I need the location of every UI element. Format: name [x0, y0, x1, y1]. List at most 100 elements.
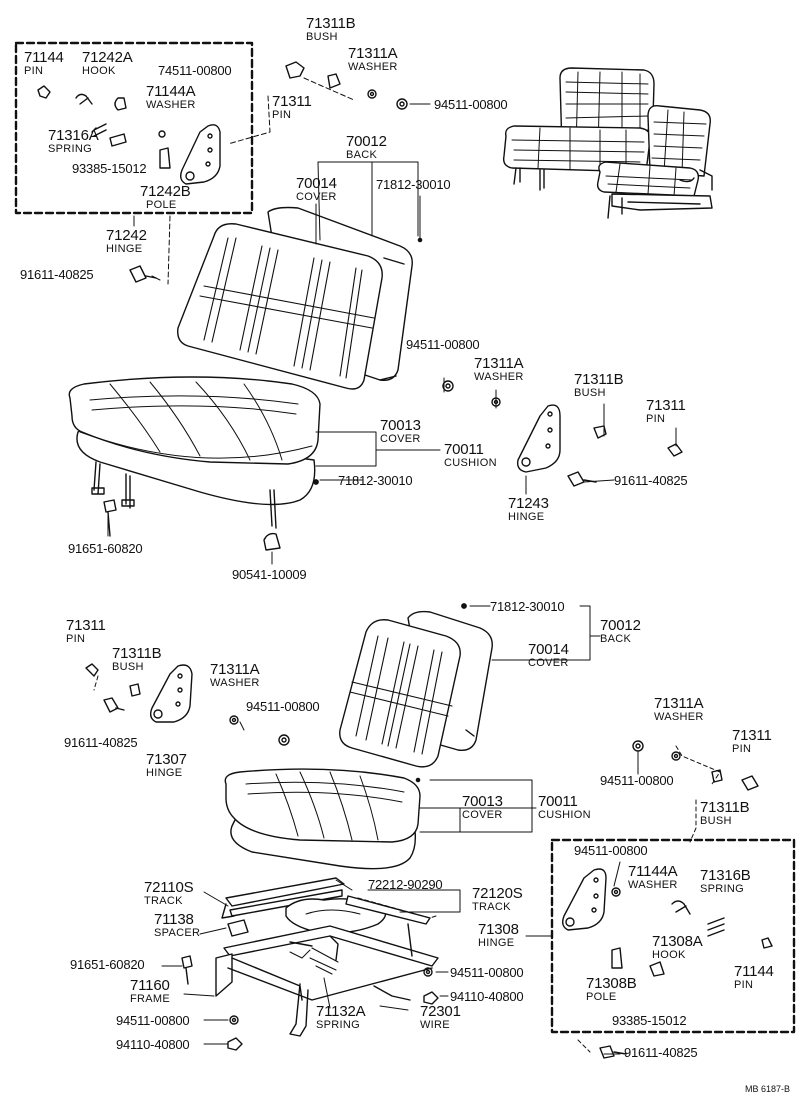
part-name: WASHER	[474, 371, 524, 383]
label-70014-cover-bottom: 70014 COVER	[528, 642, 569, 669]
bucket-seat-back-illustration	[339, 610, 493, 768]
label-70013-cover-bottom: 70013 COVER	[462, 794, 503, 821]
drawing-code: MB 6187-B	[744, 1084, 790, 1094]
hinge-71242	[179, 124, 221, 185]
part-number: 91611-40825	[64, 735, 138, 750]
part-name: TRACK	[472, 901, 511, 913]
part-number: 71812-30010	[490, 599, 565, 614]
hardware	[37, 61, 773, 1059]
part-number: 94511-00800	[246, 699, 320, 714]
label-70011-cushion-top: 70011 CUSHION	[444, 442, 497, 469]
part-name: WIRE	[420, 1019, 450, 1031]
part-number: 71316A	[48, 127, 99, 144]
label-91611-40825-bottom-left: 91611-40825	[64, 735, 138, 750]
label-94110-40800-frame-left: 94110-40800	[116, 1037, 190, 1052]
part-number: 72110S	[144, 879, 194, 896]
part-name: HOOK	[652, 949, 686, 961]
label-70011-cushion-bottom: 70011 CUSHION	[538, 794, 591, 821]
bench-seat-back-illustration	[177, 206, 413, 390]
label-71307-hinge: 71307 HINGE	[146, 752, 187, 779]
part-number: 71311A	[474, 355, 524, 372]
part-number: 93385-15012	[72, 161, 147, 176]
leader-lines	[93, 77, 721, 1055]
label-71311b-bush-bottom-left: 71311B BUSH	[112, 645, 162, 673]
label-91651-60820-bottom: 91651-60820	[70, 957, 145, 972]
part-number: 70012	[600, 617, 641, 634]
part-number: 71144	[24, 49, 64, 66]
part-number: 91611-40825	[20, 267, 94, 282]
part-name: TRACK	[144, 895, 183, 907]
label-71812-30010-top: 71812-30010	[376, 178, 451, 191]
part-name: PIN	[732, 743, 752, 755]
hinge-71307	[149, 664, 193, 723]
part-name: COVER	[462, 809, 503, 821]
label-71160-frame: 71160 FRAME	[130, 978, 170, 1005]
part-number: 71311B	[306, 15, 356, 32]
label-71144a-washer-top: 71144A WASHER	[146, 84, 196, 111]
part-number: 71311A	[210, 661, 260, 678]
part-number: 94511-00800	[434, 97, 508, 112]
part-name: BUSH	[306, 31, 338, 43]
part-name: CUSHION	[538, 809, 591, 821]
part-number: 70014	[296, 175, 337, 192]
part-number: 71308A	[652, 933, 703, 950]
part-number: 70012	[346, 133, 387, 150]
part-number: 71311B	[112, 645, 162, 662]
part-number: 71160	[130, 977, 170, 994]
part-name: WASHER	[654, 711, 704, 723]
label-94110-40800-frame-right: 94110-40800	[450, 990, 524, 1003]
part-name: BACK	[600, 633, 632, 645]
part-number: 94110-40800	[116, 1037, 190, 1052]
part-name: SPACER	[154, 927, 201, 939]
hinge-71243	[516, 404, 561, 473]
label-71144-pin-box: 71144 PIN	[734, 964, 774, 991]
part-number: 71311A	[654, 695, 704, 712]
part-name: POLE	[586, 991, 617, 1003]
part-number: 71242A	[82, 49, 133, 66]
part-number: 70011	[444, 441, 484, 458]
part-name: HINGE	[146, 767, 183, 779]
part-number: 91651-60820	[70, 957, 145, 972]
part-number: 94511-00800	[574, 843, 648, 858]
part-number: 72212-90290	[368, 877, 443, 892]
part-number: 94511-00800	[406, 337, 480, 352]
label-71243-hinge: 71243 HINGE	[508, 496, 549, 523]
part-name: FRAME	[130, 993, 170, 1005]
part-name: COVER	[296, 191, 337, 203]
label-72110s-track: 72110S TRACK	[144, 879, 194, 907]
part-number: 71311	[66, 617, 106, 634]
label-94511-00800-bottom-left: 94511-00800	[246, 699, 320, 714]
label-71311a-washer-bottom-right: 71311A WASHER	[654, 696, 704, 723]
label-71311-pin-bottom-left: 71311 PIN	[66, 618, 106, 645]
seat-overview-illustration	[502, 67, 713, 219]
part-name: COVER	[528, 657, 569, 669]
label-94511-00800-frame-right: 94511-00800	[450, 966, 524, 979]
part-number: 70013	[380, 417, 421, 434]
label-90541-10009: 90541-10009	[232, 568, 307, 581]
part-number: 72120S	[472, 885, 523, 902]
part-name: WASHER	[210, 677, 260, 689]
label-71144-pin-top: 71144 PIN	[24, 50, 64, 77]
part-name: HOOK	[82, 65, 116, 77]
part-number: 71243	[508, 495, 549, 512]
part-name: PIN	[272, 109, 292, 121]
part-name: HINGE	[106, 243, 143, 255]
part-number: 74511-00800	[158, 63, 232, 78]
label-71311b-bush-mid: 71311B BUSH	[574, 372, 624, 399]
part-number: 71144A	[146, 83, 196, 100]
part-name: WASHER	[348, 61, 398, 73]
part-number: 71311	[272, 93, 312, 110]
part-name: BUSH	[112, 661, 144, 673]
label-70012-back-bottom: 70012 BACK	[600, 618, 641, 645]
part-number: 71316B	[700, 867, 751, 884]
part-number: 70013	[462, 793, 503, 810]
part-number: 71242B	[140, 183, 191, 200]
label-71311a-washer-mid: 71311A WASHER	[474, 356, 524, 383]
label-93385-15012-box: 93385-15012	[612, 1014, 687, 1027]
label-71138-spacer: 71138 SPACER	[154, 912, 200, 939]
label-71316a-spring: 71316A SPRING	[48, 128, 99, 155]
label-71316b-spring: 71316B SPRING	[700, 868, 751, 895]
label-71308-hinge: 71308 HINGE	[478, 922, 519, 949]
label-72212-90290: 72212-90290	[368, 877, 443, 892]
